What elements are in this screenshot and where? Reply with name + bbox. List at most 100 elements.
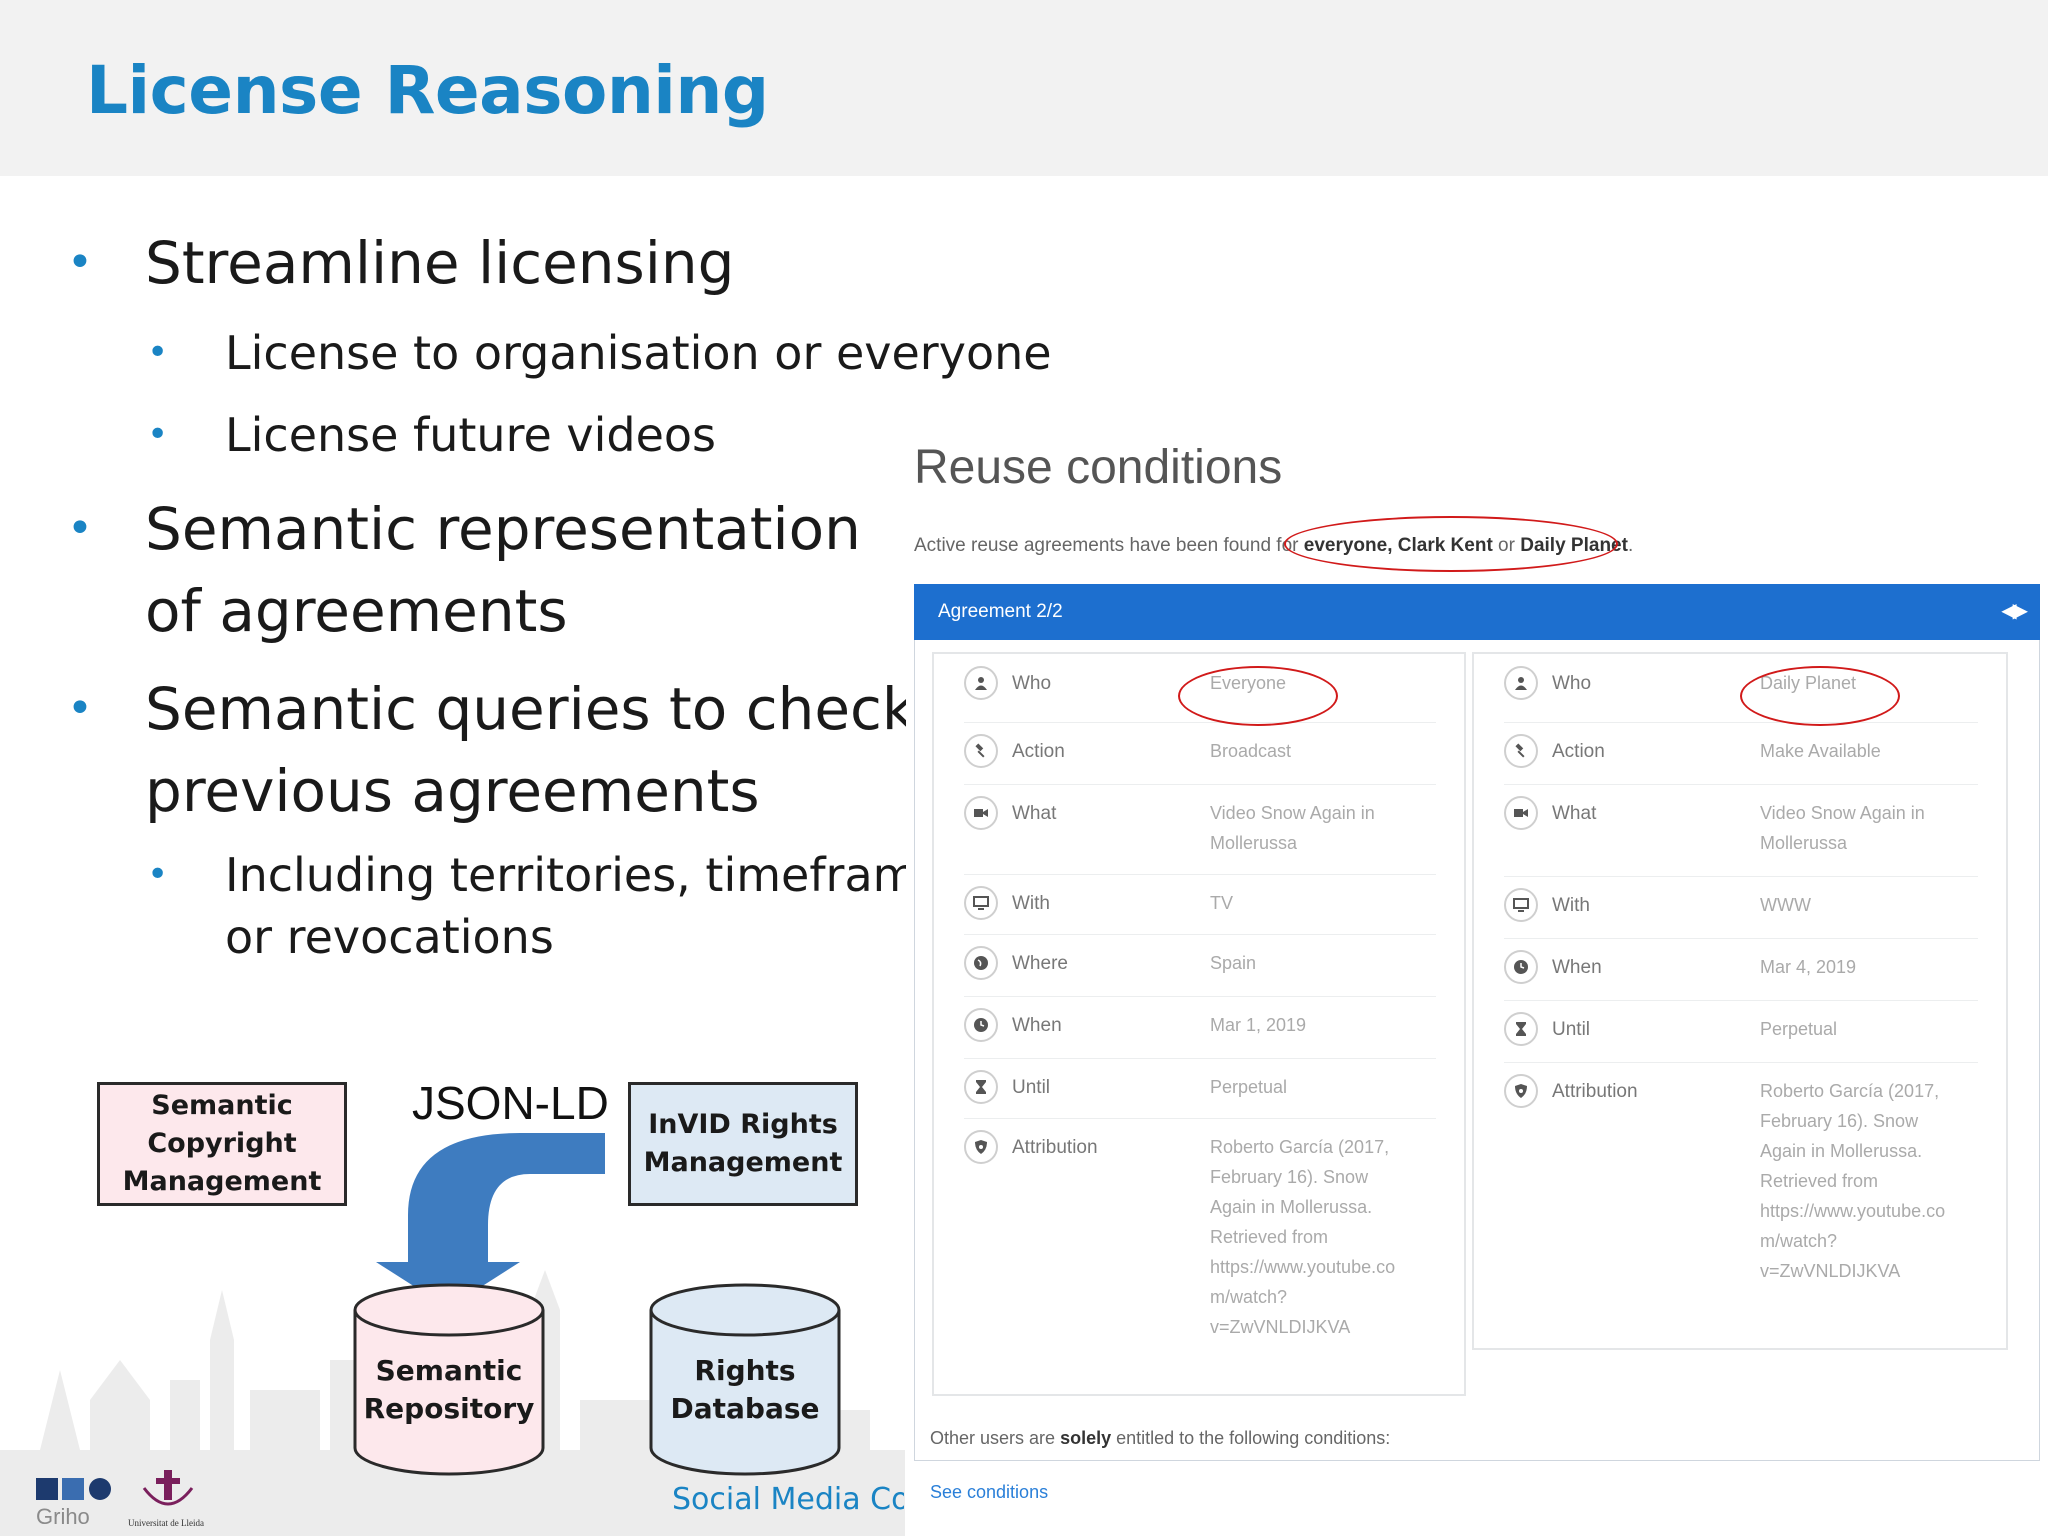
- condition-row-when: When Mar 1, 2019: [964, 996, 1436, 1059]
- condition-key: Attribution: [1552, 1081, 1638, 1102]
- highlight-oval-everyone: [1178, 666, 1338, 726]
- bullet-dot: •: [147, 332, 169, 373]
- condition-key: When: [1552, 957, 1602, 978]
- subbullet-organisation: •License to organisation or everyone: [147, 322, 1052, 384]
- other-suffix: entitled to the following conditions:: [1111, 1428, 1391, 1448]
- condition-key: What: [1552, 803, 1597, 824]
- condition-value: Perpetual: [1760, 1019, 1838, 1039]
- condition-key: Action: [1552, 741, 1605, 762]
- video-icon: [964, 796, 998, 830]
- condition-row-where: Where Spain: [964, 934, 1436, 997]
- slide-title: License Reasoning: [86, 52, 769, 129]
- bullet-text: of agreements: [145, 577, 568, 645]
- bullet-text: Streamline licensing: [145, 229, 735, 297]
- svg-text:Universitat de Lleida: Universitat de Lleida: [128, 1518, 204, 1528]
- agreement-label: Agreement 2/2: [938, 601, 1063, 622]
- active-end: .: [1627, 535, 1634, 556]
- bullet-semantic-representation: • Semantic representation of agreements: [67, 488, 861, 652]
- udl-logo: Universitat de Lleida: [128, 1470, 204, 1528]
- other-users-line: Other users are solely entitled to the f…: [930, 1428, 1390, 1449]
- condition-key: With: [1552, 895, 1590, 916]
- gavel-icon: [964, 734, 998, 768]
- bullet-dot: •: [67, 237, 93, 288]
- svg-text:Griho: Griho: [36, 1504, 90, 1528]
- cyl-text: Rights Database: [670, 1354, 820, 1425]
- highlight-oval-daily-planet: [1740, 666, 1900, 726]
- condition-key: When: [1012, 1015, 1062, 1036]
- condition-key: With: [1012, 893, 1050, 914]
- condition-row-with: With WWW: [1504, 876, 1978, 939]
- person-icon: [1504, 666, 1538, 700]
- rights-database-label: Rights Database: [648, 1352, 842, 1428]
- condition-value: Video Snow Again in Mollerussa: [1210, 803, 1375, 853]
- condition-value: Roberto García (2017, February 16). Snow…: [1210, 1137, 1396, 1337]
- agreement-nav-arrows-icon[interactable]: ◀▶: [2001, 600, 2028, 622]
- condition-key: Who: [1012, 673, 1052, 694]
- condition-row-action: Action Make Available: [1504, 722, 1978, 785]
- invid-rights-box: InVID Rights Management: [628, 1082, 858, 1206]
- person-icon: [964, 666, 998, 700]
- condition-key: Where: [1012, 953, 1068, 974]
- bullet-text: Including territories, timeframes: [225, 848, 970, 902]
- json-ld-label: JSON-LD: [412, 1077, 609, 1129]
- condition-key: What: [1012, 803, 1057, 824]
- bullet-text: Semantic representation: [145, 495, 861, 563]
- semantic-repository-label: Semantic Repository: [352, 1352, 546, 1428]
- condition-row-what: What Video Snow Again in Mollerussa: [964, 784, 1436, 875]
- monitor-icon: [964, 886, 998, 920]
- condition-value: Roberto García (2017, February 16). Snow…: [1760, 1081, 1946, 1281]
- box-label: Semantic Copyright Management: [122, 1090, 322, 1197]
- condition-value: WWW: [1760, 895, 1811, 915]
- rights-database-cylinder: [649, 1283, 841, 1476]
- condition-value: Perpetual: [1210, 1077, 1288, 1097]
- semantic-copyright-box: Semantic Copyright Management: [97, 1082, 347, 1206]
- bullet-dot: •: [147, 414, 169, 455]
- agreement-header: Agreement 2/2 ◀▶: [914, 584, 2040, 640]
- bullet-streamline: • Streamline licensing: [67, 222, 735, 304]
- condition-value: Make Available: [1760, 741, 1881, 761]
- shield-icon: [964, 1130, 998, 1164]
- shield-icon: [1504, 1074, 1538, 1108]
- condition-key: Action: [1012, 741, 1065, 762]
- bullet-text: previous agreements: [145, 757, 760, 825]
- griho-logo: Griho: [36, 1478, 111, 1528]
- condition-value: Spain: [1210, 953, 1257, 973]
- condition-row-attribution: Attribution Roberto García (2017, Februar…: [964, 1118, 1436, 1348]
- condition-row-when: When Mar 4, 2019: [1504, 938, 1978, 1001]
- bullet-dot: •: [67, 683, 93, 734]
- flow-arrow: [376, 1133, 605, 1308]
- bullet-dot: •: [67, 503, 93, 554]
- video-icon: [1504, 796, 1538, 830]
- hourglass-icon: [964, 1070, 998, 1104]
- subbullet-future-videos: • License future videos: [147, 404, 717, 466]
- bullet-text: License future videos: [225, 408, 717, 462]
- condition-value: Video Snow Again in Mollerussa: [1760, 803, 1925, 853]
- clock-icon: [1504, 950, 1538, 984]
- semantic-repository-cylinder: [353, 1283, 545, 1476]
- other-prefix: Other users are: [930, 1428, 1061, 1448]
- reuse-conditions-screenshot: Reuse conditions Active reuse agreements…: [906, 420, 2048, 1536]
- condition-value: Broadcast: [1210, 741, 1292, 761]
- condition-key: Who: [1552, 673, 1592, 694]
- condition-row-attribution: Attribution Roberto García (2017, Februar…: [1504, 1062, 1978, 1292]
- condition-row-until: Until Perpetual: [964, 1058, 1436, 1119]
- other-bold: solely: [1060, 1428, 1112, 1448]
- highlight-oval-parties: [1284, 516, 1618, 572]
- reuse-conditions-title: Reuse conditions: [914, 441, 1283, 494]
- condition-key: Until: [1012, 1077, 1051, 1098]
- see-conditions-link[interactable]: See conditions: [930, 1482, 1049, 1502]
- title-band: [0, 0, 2048, 176]
- condition-row-what: What Video Snow Again in Mollerussa: [1504, 784, 1978, 877]
- monitor-icon: [1504, 888, 1538, 922]
- bullet-dot: •: [147, 854, 169, 895]
- condition-value: Mar 4, 2019: [1760, 957, 1857, 977]
- condition-key: Attribution: [1012, 1137, 1098, 1158]
- condition-value: Mar 1, 2019: [1210, 1015, 1307, 1035]
- globe-icon: [964, 946, 998, 980]
